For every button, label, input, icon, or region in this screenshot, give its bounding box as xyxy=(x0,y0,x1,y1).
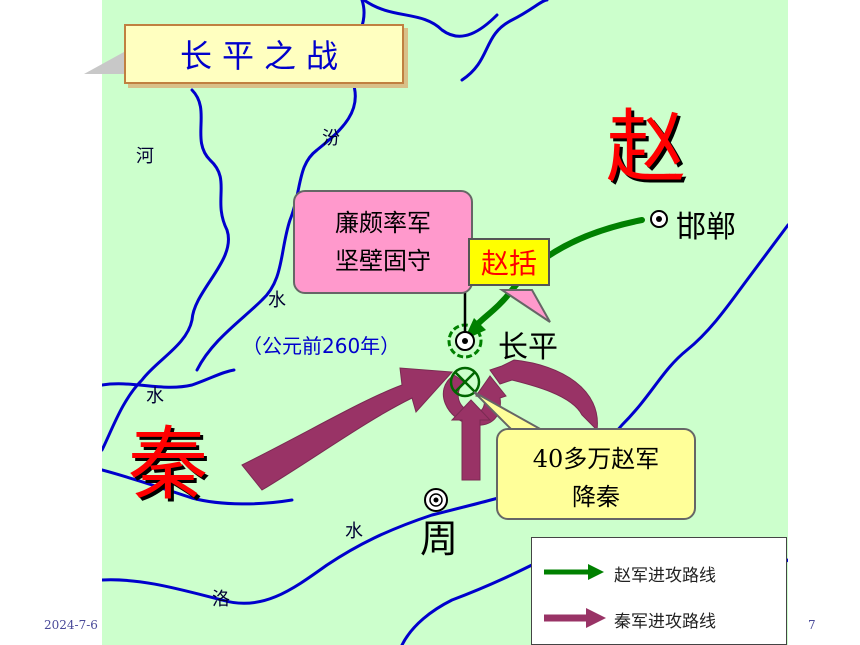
legend-zhao-arrow-icon xyxy=(544,564,604,580)
zhou-marker-inner xyxy=(433,497,439,503)
legend-row-zhao: 赵军进攻路线 xyxy=(532,552,786,592)
lianpo-line-1: 廉颇率军 xyxy=(335,209,431,237)
year-label: （公元前260年） xyxy=(242,334,401,358)
river-label-shui-luo: 水 xyxy=(345,521,363,542)
river-luo xyxy=(102,483,544,605)
footer-date: 2024-7-6 xyxy=(44,618,98,632)
surrender-marker xyxy=(449,366,481,398)
legend-zhao-label: 赵军进攻路线 xyxy=(614,566,716,586)
river-yellow-upper xyxy=(102,88,230,452)
legend-qin-arrow-icon xyxy=(544,608,606,628)
qin-arrow-up xyxy=(450,399,492,481)
river-label-luo: 洛 xyxy=(212,589,230,610)
surrender-callout: 40多万赵军 降秦 xyxy=(496,428,696,520)
river-bottom-lower xyxy=(400,558,544,645)
river-top-right xyxy=(460,0,549,82)
legend-qin-label: 秦军进攻路线 xyxy=(614,612,716,632)
lianpo-callout: 廉颇率军 坚壁固守 xyxy=(293,190,473,294)
map-title: 长平之战 xyxy=(124,24,404,84)
lianpo-callout-pointer xyxy=(498,289,551,323)
surrender-line-2: 降秦 xyxy=(572,483,620,511)
zhaokuo-flag: 赵括 xyxy=(468,238,550,286)
state-qin: 秦 xyxy=(128,418,208,511)
city-handan: 邯郸 xyxy=(676,210,736,245)
surrender-line-1: 40多万赵军 xyxy=(532,445,660,473)
river-fen-branch xyxy=(362,0,499,38)
river-label-fen: 汾 xyxy=(322,128,340,149)
river-label-shui-he: 水 xyxy=(146,386,164,407)
state-zhao: 赵 xyxy=(606,101,686,194)
river-qin-branch xyxy=(102,468,294,506)
river-label-he: 河 xyxy=(136,146,154,167)
river-label-shui-fen: 水 xyxy=(268,290,286,311)
qin-arrow-left xyxy=(241,367,454,491)
legend: 赵军进攻路线 秦军进攻路线 xyxy=(531,537,787,645)
footer-page-number: 7 xyxy=(808,618,816,632)
city-changping: 长平 xyxy=(498,330,558,365)
zhou-marker-mid xyxy=(429,493,443,507)
battle-map xyxy=(102,0,788,645)
title-fold-shadow xyxy=(84,52,124,74)
lianpo-line-2: 坚壁固守 xyxy=(335,247,431,275)
river-tributary-left xyxy=(102,368,236,389)
qin-arrow-right xyxy=(489,359,598,432)
changping-marker-inner xyxy=(462,338,468,344)
legend-row-qin: 秦军进攻路线 xyxy=(532,598,786,638)
city-zhou: 周 xyxy=(420,517,459,561)
handan-marker-inner xyxy=(656,216,662,222)
